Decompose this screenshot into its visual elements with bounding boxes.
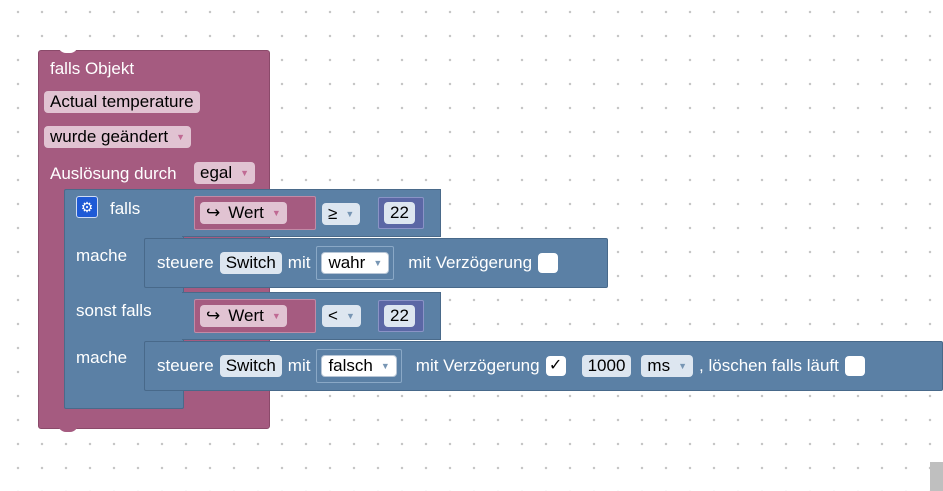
object-name-field[interactable]: Actual temperature xyxy=(44,91,200,113)
delay-label: mit Verzögerung xyxy=(415,356,540,375)
mache-label: mache xyxy=(76,246,128,265)
delay-value-field[interactable]: 1000 xyxy=(581,355,632,377)
trigger-bottom-notch xyxy=(58,424,78,432)
arrow-icon: ↪ xyxy=(206,203,221,222)
chevron-down-icon: ▼ xyxy=(271,311,281,321)
chevron-down-icon: ▼ xyxy=(373,258,383,268)
switch-target-field[interactable]: Switch xyxy=(219,355,282,377)
number-block-1[interactable]: 22 xyxy=(378,197,424,229)
unit-value: ms xyxy=(647,356,671,375)
value-text: falsch xyxy=(328,356,373,375)
steuere-label: steuere xyxy=(157,253,214,272)
switch-target-field[interactable]: Switch xyxy=(219,252,282,274)
chevron-down-icon: ▼ xyxy=(176,132,186,142)
unit-dropdown[interactable]: ms ▼ xyxy=(641,355,694,377)
mache2-label: mache xyxy=(76,348,128,367)
number-field-2[interactable]: 22 xyxy=(384,305,415,327)
condition-value: wurde geändert xyxy=(50,127,169,146)
value-dropdown-2[interactable]: falsch ▼ xyxy=(321,355,397,377)
chevron-down-icon: ▼ xyxy=(345,209,355,219)
auslosung-value: egal xyxy=(200,163,233,182)
number-field-1[interactable]: 22 xyxy=(384,202,415,224)
control-statement-2[interactable]: steuere Switch mit falsch ▼ mit Verzögeru… xyxy=(144,341,943,391)
operator-dropdown-2[interactable]: <▼ xyxy=(322,305,361,327)
value-dropdown-1[interactable]: wahr ▼ xyxy=(321,252,390,274)
operator-dropdown-1[interactable]: ≥▼ xyxy=(322,203,361,225)
trigger-top-notch xyxy=(58,45,78,53)
value-block-2[interactable]: falsch ▼ xyxy=(316,349,402,383)
falls-label: falls xyxy=(110,199,141,218)
clear-label: , löschen falls läuft xyxy=(699,356,839,375)
control-statement-1[interactable]: steuere Switch mit wahr ▼ mit Verzögerung xyxy=(144,238,608,288)
variable-dropdown-1[interactable]: ↪ Wert ▼ xyxy=(200,202,287,224)
value-block-1[interactable]: wahr ▼ xyxy=(316,246,395,280)
variable-block-2[interactable]: ↪ Wert ▼ xyxy=(194,299,316,333)
condition-dropdown[interactable]: wurde geändert ▼ xyxy=(44,126,192,148)
value-text: wahr xyxy=(328,253,366,272)
chevron-down-icon: ▼ xyxy=(678,361,688,371)
auslosung-label: Auslösung durch xyxy=(50,164,177,183)
delay-checkbox[interactable] xyxy=(538,253,559,273)
delay-label: mit Verzögerung xyxy=(408,253,533,272)
operator-value: ≥ xyxy=(328,204,338,223)
variable-name: Wert xyxy=(228,203,264,222)
chevron-down-icon: ▼ xyxy=(271,208,281,218)
arrow-icon: ↪ xyxy=(206,306,221,325)
number-block-2[interactable]: 22 xyxy=(378,300,424,332)
gear-icon[interactable]: ⚙ xyxy=(76,196,98,218)
chevron-down-icon: ▼ xyxy=(345,311,355,321)
chevron-down-icon: ▼ xyxy=(380,361,390,371)
sonst-falls-label: sonst falls xyxy=(76,301,152,320)
mit-label: mit xyxy=(287,253,311,272)
variable-dropdown-2[interactable]: ↪ Wert ▼ xyxy=(200,305,287,327)
mit-label: mit xyxy=(287,356,311,375)
trigger-title: falls Objekt xyxy=(50,59,135,78)
trash-icon[interactable] xyxy=(930,462,943,491)
clear-checkbox[interactable] xyxy=(844,356,865,376)
chevron-down-icon: ▼ xyxy=(240,168,250,178)
operator-value: < xyxy=(328,306,338,325)
auslosung-dropdown[interactable]: egal ▼ xyxy=(194,162,256,184)
delay-checkbox[interactable]: ✓ xyxy=(545,356,566,376)
variable-name: Wert xyxy=(228,306,264,325)
variable-block-1[interactable]: ↪ Wert ▼ xyxy=(194,196,316,230)
steuere-label: steuere xyxy=(157,356,214,375)
